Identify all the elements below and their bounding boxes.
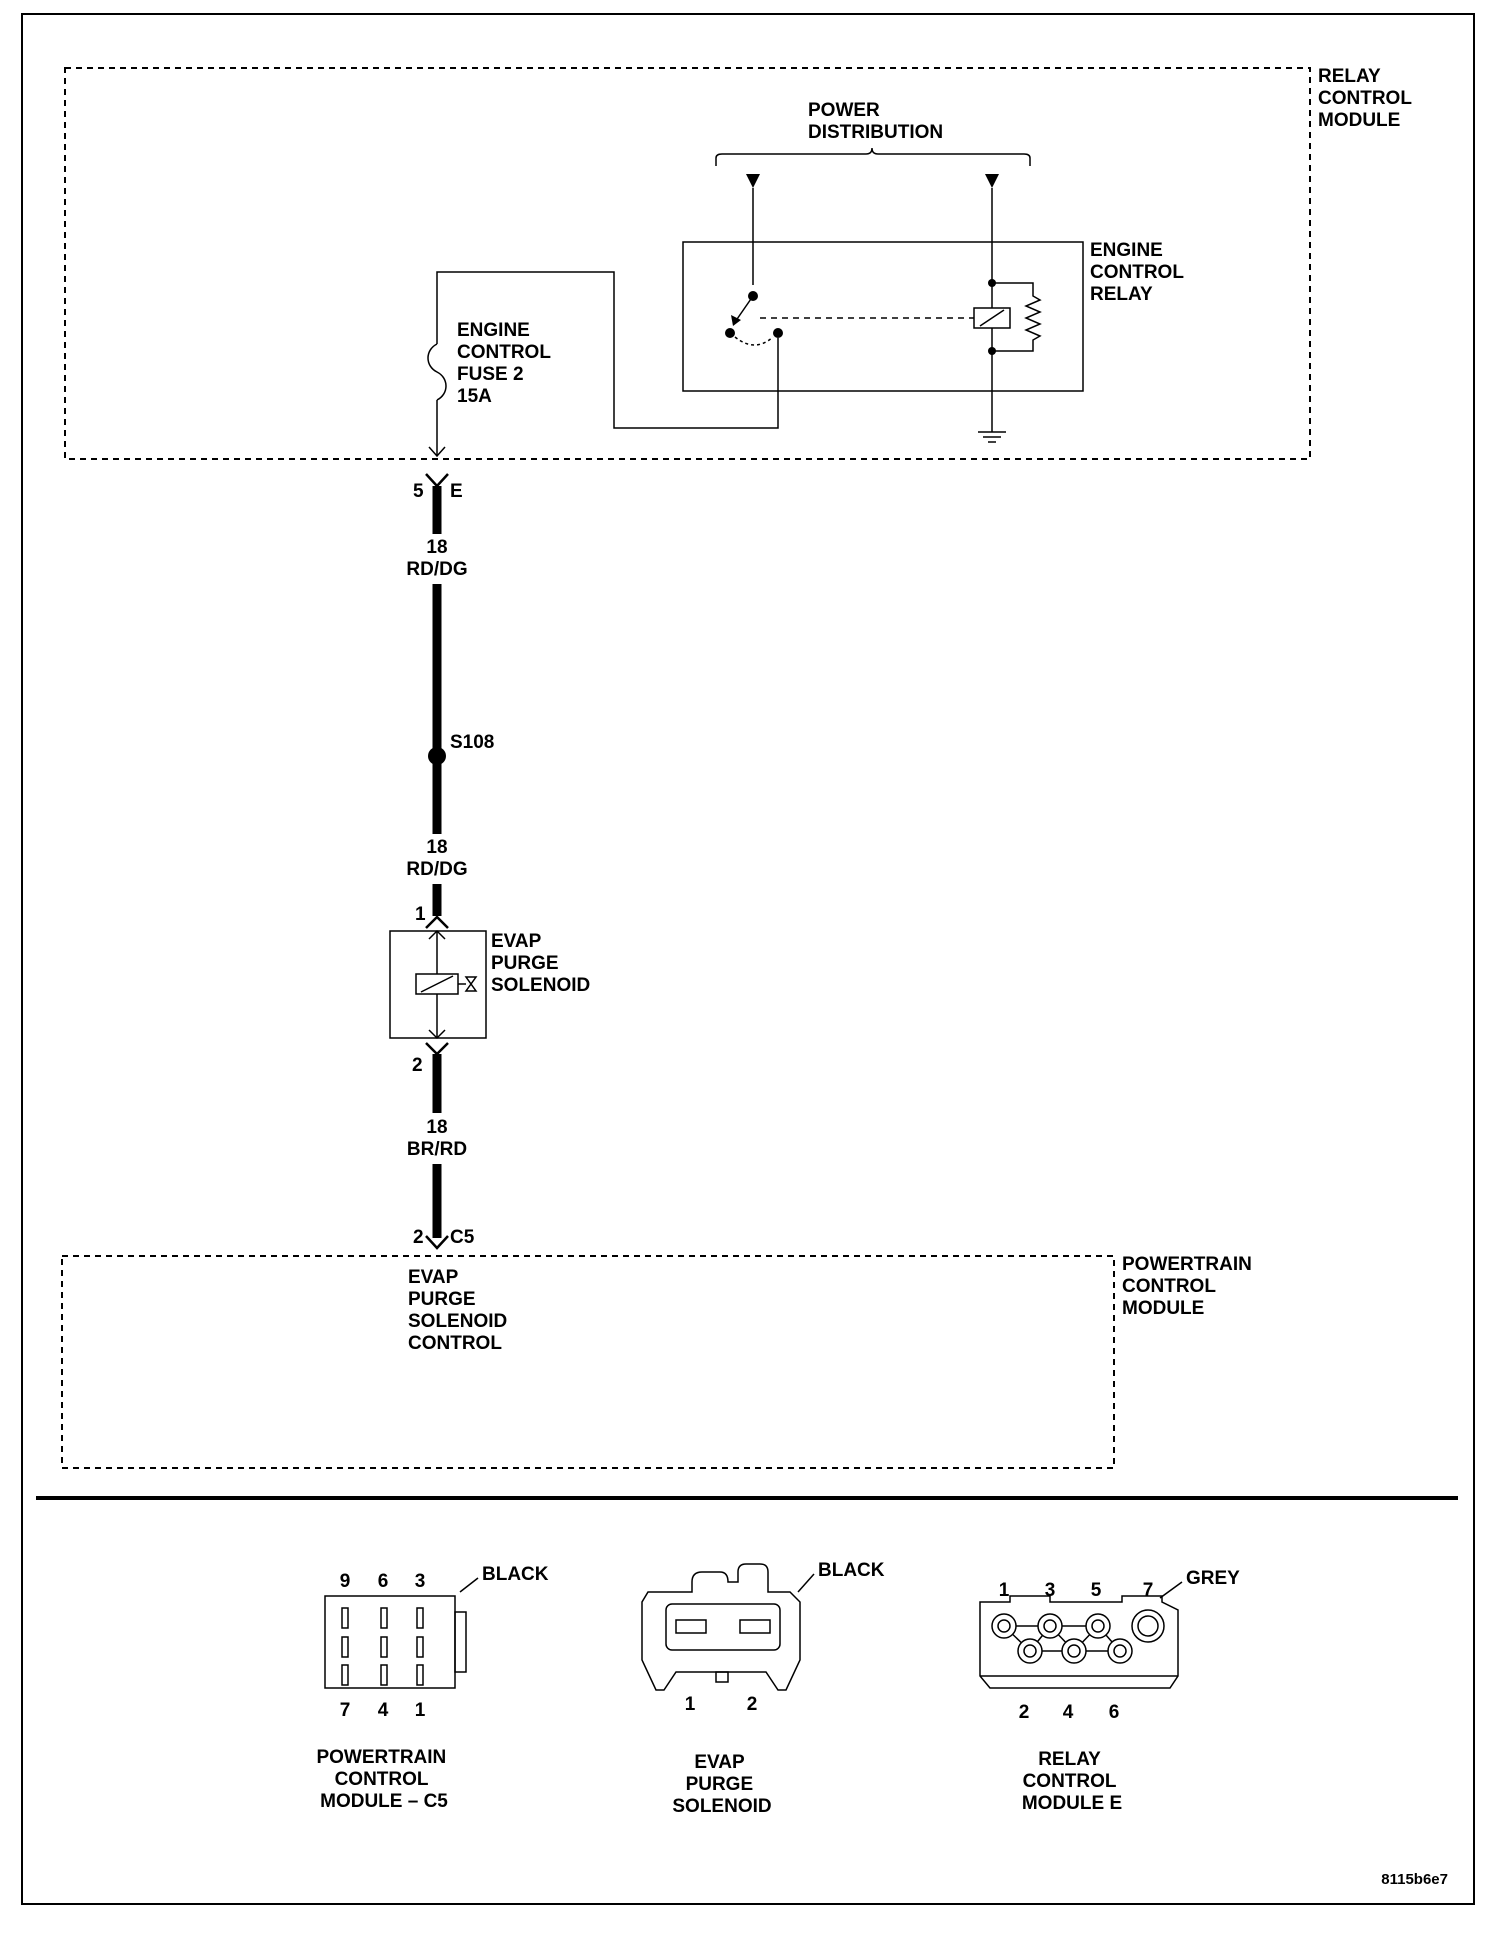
solenoid-connector-face — [665, 1603, 781, 1651]
solenoid-coil-slash — [420, 975, 454, 993]
c5-pin-label: 6 — [378, 1571, 389, 1592]
connector-c5-id: C5 — [450, 1227, 475, 1248]
c5-connector-name: POWERTRAIN CONTROL MODULE – C5 — [316, 1747, 451, 1812]
fuse-icon — [427, 343, 447, 401]
c5-terminals — [341, 1607, 424, 1686]
fuse-output-arrow-icon — [428, 446, 446, 458]
c5-pin-label: 9 — [340, 1571, 351, 1592]
c5-pin-label: 3 — [415, 1571, 426, 1592]
relay-connector-color-label: GREY — [1186, 1568, 1240, 1589]
power-distribution-brace — [715, 147, 1031, 166]
splice-s108 — [428, 747, 446, 765]
relay-coil-slash — [979, 309, 1005, 327]
power-feed-right-arrow-icon — [985, 174, 999, 188]
solenoid-terminal-2 — [739, 1619, 771, 1634]
c5-latch — [454, 1611, 467, 1673]
c5-color-label: BLACK — [482, 1564, 549, 1585]
relay-connector-pin-label: 2 — [1019, 1702, 1030, 1723]
solenoid-pin-label: 1 — [685, 1694, 696, 1715]
figure-id: 8115b6e7 — [1381, 1871, 1448, 1888]
c5-color-leader — [459, 1577, 479, 1593]
relay-connector-housing — [979, 1595, 1179, 1689]
solenoid-connector-name: EVAP PURGE SOLENOID — [672, 1752, 771, 1817]
relay-switch-arm — [734, 295, 754, 323]
c5-pin-label: 7 — [340, 1700, 351, 1721]
relay-connector-pin-label: 7 — [1143, 1580, 1154, 1601]
evap-purge-solenoid-label: EVAP PURGE SOLENOID — [491, 931, 590, 996]
solenoid-pin-top: 1 — [415, 904, 426, 925]
solenoid-pin-bottom: 2 — [412, 1055, 423, 1076]
power-distribution-label: POWER DISTRIBUTION — [808, 100, 943, 143]
relay-connector-pin-label: 1 — [999, 1580, 1010, 1601]
engine-control-relay-box — [682, 241, 1084, 392]
relay-control-module-box — [64, 67, 1311, 460]
c5-housing — [324, 1595, 456, 1689]
relay-suppression-resistor-icon — [992, 282, 1042, 352]
fuse-label: ENGINE CONTROL FUSE 2 15A — [457, 320, 556, 407]
solenoid-connector-housing — [641, 1563, 801, 1691]
relay-connector-pin-label: 4 — [1063, 1702, 1074, 1723]
relay-connector-pin-label: 6 — [1109, 1702, 1120, 1723]
connector-view-evap-purge-solenoid: 1 2 BLACK EVAP PURGE SOLENOID — [641, 1560, 885, 1817]
solenoid-connector-key — [715, 1671, 729, 1683]
relay-connector-color-leader — [1159, 1581, 1183, 1599]
connector-e-pin: 5 — [413, 481, 424, 502]
relay-output-wire — [436, 271, 779, 429]
connector-c5-pin: 2 — [413, 1227, 424, 1248]
c5-pin-label: 4 — [378, 1700, 389, 1721]
relay-switch-arrow-icon — [731, 315, 741, 326]
wire-upper-color: RD/DG — [406, 559, 467, 580]
solenoid-bottom-arrow-icon — [428, 1029, 446, 1040]
solenoid-color-leader — [797, 1573, 815, 1593]
powertrain-control-module-box — [61, 1255, 1115, 1469]
engine-control-relay-label: ENGINE CONTROL RELAY — [1090, 240, 1189, 305]
powertrain-control-module-label: POWERTRAIN CONTROL MODULE — [1122, 1254, 1257, 1319]
solenoid-pin-1-male-icon — [425, 915, 449, 929]
solenoid-pin-label: 2 — [747, 1694, 758, 1715]
relay-pivot-contact — [725, 328, 735, 338]
relay-connector-pin-label: 5 — [1091, 1580, 1102, 1601]
relay-control-module-label: RELAY CONTROL MODULE — [1318, 66, 1417, 131]
relay-switch-travel — [734, 336, 774, 346]
power-feed-left-arrow-icon — [746, 174, 760, 188]
connector-c5-female-icon — [425, 1235, 449, 1250]
page-border — [21, 13, 1475, 1905]
solenoid-top-arrow-icon — [428, 929, 446, 940]
wire-middle-color: RD/DG — [406, 859, 467, 880]
pcm-function-label: EVAP PURGE SOLENOID CONTROL — [408, 1267, 513, 1354]
wire-lower-color: BR/RD — [407, 1139, 467, 1160]
solenoid-color-label: BLACK — [818, 1560, 885, 1581]
connector-e-id: E — [450, 481, 463, 502]
solenoid-pin-2-female-icon — [425, 1042, 449, 1056]
splice-label: S108 — [450, 732, 494, 753]
relay-connector-terminals — [991, 1609, 1165, 1664]
wire-middle-gauge: 18 — [426, 837, 447, 858]
connector-view-relay-control-module-e: 1 3 5 7 2 4 6 GREY RELAY CONTROL MODULE … — [979, 1568, 1240, 1814]
connector-e-female-icon — [425, 473, 449, 488]
c5-pin-label: 1 — [415, 1700, 426, 1721]
wire-lower-gauge: 18 — [426, 1117, 447, 1138]
connector-view-pcm-c5: 9 6 3 7 4 1 BLACK POWERTRAIN CONTROL MOD… — [316, 1564, 548, 1812]
relay-connector-name: RELAY CONTROL MODULE E — [1022, 1749, 1122, 1814]
solenoid-valve-icon — [464, 976, 478, 992]
wire-upper-gauge: 18 — [426, 537, 447, 558]
solenoid-terminal-1 — [675, 1619, 707, 1634]
relay-output-contact — [773, 328, 783, 338]
relay-connector-pin-label: 3 — [1045, 1580, 1056, 1601]
